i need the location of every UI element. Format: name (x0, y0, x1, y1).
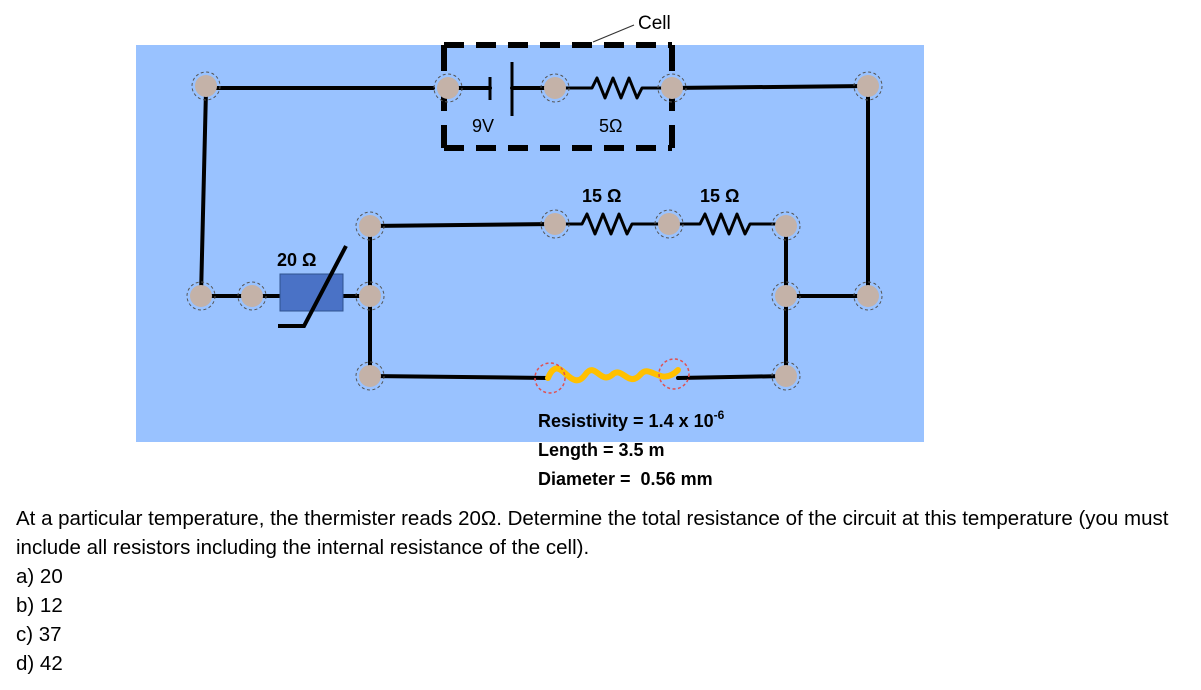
node (771, 361, 801, 391)
cell-label: Cell (638, 13, 671, 34)
option-a: a) 20 (16, 565, 63, 588)
question-block: At a particular temperature, the thermis… (16, 504, 1196, 678)
node (654, 209, 684, 239)
emf-label: 9V (472, 116, 494, 136)
node (853, 71, 883, 101)
option-c: c) 37 (16, 623, 62, 646)
resistivity-exponent: -6 (714, 408, 725, 422)
thermistor-symbol (278, 245, 348, 328)
node (191, 71, 221, 101)
node (771, 211, 801, 241)
node (237, 281, 267, 311)
internal-resistance-label: 5Ω (599, 116, 622, 136)
thermistor-label: 20 Ω (277, 250, 316, 270)
node (186, 281, 216, 311)
battery-symbol (488, 62, 514, 116)
node (540, 209, 570, 239)
node (433, 73, 463, 103)
resistivity-text: Resistivity = 1.4 x 10 (538, 411, 714, 431)
question-text: At a particular temperature, the thermis… (16, 507, 1169, 559)
resistor-b-label: 15 Ω (700, 186, 739, 206)
node (540, 73, 570, 103)
length-label: Length = 3.5 m (538, 440, 665, 460)
nodes (186, 71, 883, 394)
resistor-b-symbol (669, 212, 786, 236)
option-b: b) 12 (16, 594, 63, 617)
node (771, 281, 801, 311)
wire-node-left (534, 362, 566, 394)
resistor-a-symbol (555, 212, 669, 236)
node (853, 281, 883, 311)
node (657, 73, 687, 103)
resistance-wire-coil (545, 365, 681, 384)
cell-pointer-line (592, 24, 635, 43)
wire-node-right (658, 358, 690, 390)
node (355, 361, 385, 391)
circuit-diagram: Cell 9V 5Ω 15 Ω 15 Ω 20 Ω Resistivity = … (136, 13, 924, 489)
node (355, 211, 385, 241)
option-d: d) 42 (16, 652, 63, 675)
internal-resistor-symbol (555, 76, 670, 100)
circuit-board (136, 45, 924, 442)
diameter-label: Diameter = 0.56 mm (538, 469, 713, 489)
resistor-a-label: 15 Ω (582, 186, 621, 206)
resistivity-label: Resistivity = 1.4 x 10-6 (538, 408, 725, 431)
node (355, 281, 385, 311)
